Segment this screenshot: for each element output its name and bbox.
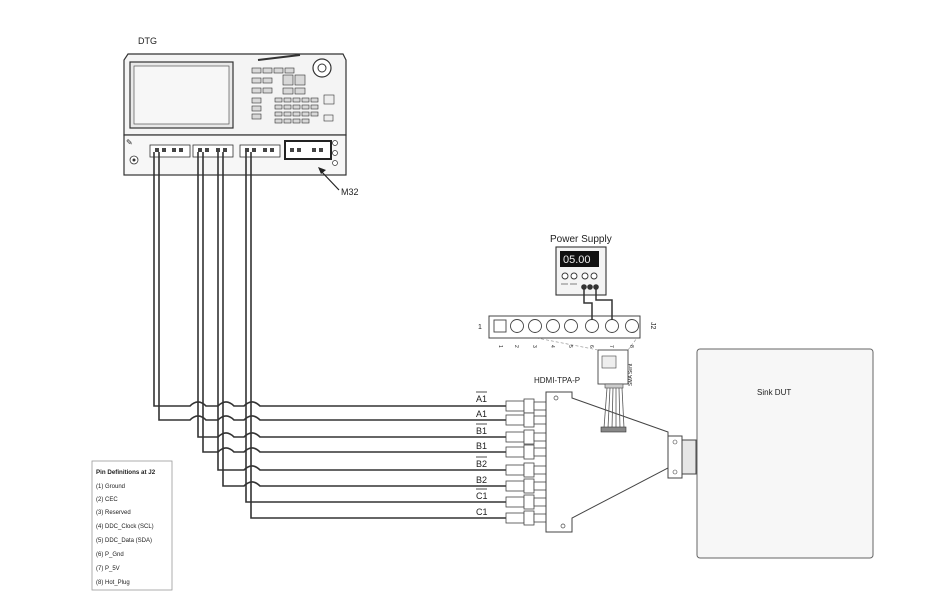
channel-label: C1 — [476, 507, 488, 517]
pin-definition-item: (2) CEC — [96, 497, 118, 503]
j2-pin-2 — [510, 319, 524, 333]
pin-definition-item: (8) Hot_Plug — [96, 580, 130, 586]
j2-pin-number: 1 — [497, 345, 503, 348]
dtg-connector-blocks — [149, 144, 281, 158]
channel-label: B1 — [476, 426, 487, 436]
board-label: SMA Sent — [628, 363, 634, 386]
j2-label: J2 — [649, 322, 656, 330]
pin-definition-item: (6) P_Gnd — [96, 552, 124, 558]
power-supply-display — [560, 251, 599, 267]
j2-pin-6 — [585, 319, 599, 333]
pin-definitions-title: Pin Definitions at J2 — [96, 469, 156, 476]
j2-pin-7 — [605, 319, 619, 333]
fixture-label: HDMI-TPA-P — [534, 376, 580, 385]
j2-pin-5 — [564, 319, 578, 333]
channel-label: B2 — [476, 459, 487, 469]
pin-definition-item: (3) Reserved — [96, 510, 131, 516]
signal-cables — [153, 152, 506, 519]
power-supply-display-value: 05.00 — [563, 254, 591, 266]
pin-definition-item: (1) Ground — [96, 484, 125, 490]
m32-callout: M32 — [318, 167, 359, 197]
pin-definition-item: (7) P_5V — [96, 566, 120, 572]
j2-pin-number: 8 — [628, 345, 634, 348]
m32-module — [284, 140, 332, 160]
sma-connectors — [505, 398, 547, 526]
j2-pin-number: 4 — [549, 345, 555, 348]
j2-header: 1 1 2 3 4 5 6 7 8 J2 — [478, 315, 656, 348]
j2-pin-8 — [625, 319, 639, 333]
svg-text:✎: ✎ — [126, 138, 133, 147]
channel-label: A1 — [476, 409, 487, 419]
dtg-keypad — [251, 67, 335, 124]
channel-label: C1 — [476, 491, 488, 501]
j2-pin-number: 2 — [513, 345, 519, 348]
m32-label: M32 — [341, 187, 359, 197]
j2-breakout-board: SMA Sent — [495, 329, 641, 433]
channel-label: A1 — [476, 394, 487, 404]
j2-pin-number: 3 — [531, 345, 537, 348]
channel-label: B2 — [476, 475, 487, 485]
pin-definition-item: (4) DDC_Clock (SCL) — [96, 524, 154, 530]
channel-labels: A1 A1 B1 B1 B2 B2 C1 C1 — [476, 391, 488, 517]
pin-definitions-legend: Pin Definitions at J2 (1) Ground (2) CEC… — [91, 460, 173, 591]
dtg-instrument: DTG ✎ — [123, 36, 347, 176]
sink-dut-label: Sink DUT — [757, 388, 791, 397]
j2-pin-number: 5 — [567, 345, 573, 348]
j2-pin-4 — [546, 319, 560, 333]
hdmi-tpa-p-fixture: HDMI-TPA-P — [534, 376, 697, 533]
channel-label: B1 — [476, 441, 487, 451]
j2-pin-number: 6 — [588, 345, 594, 348]
dtg-label: DTG — [138, 36, 157, 46]
sink-dut: Sink DUT — [696, 348, 874, 559]
j2-pin-number: 7 — [608, 345, 614, 348]
j2-pin-1 — [493, 319, 507, 333]
j2-pin1-marker: 1 — [478, 324, 482, 331]
power-supply-title: Power Supply — [550, 234, 612, 245]
pin-definition-item: (5) DDC_Data (SDA) — [96, 538, 152, 544]
power-supply: Power Supply 05.00 — [550, 234, 613, 320]
j2-pin-3 — [528, 319, 542, 333]
